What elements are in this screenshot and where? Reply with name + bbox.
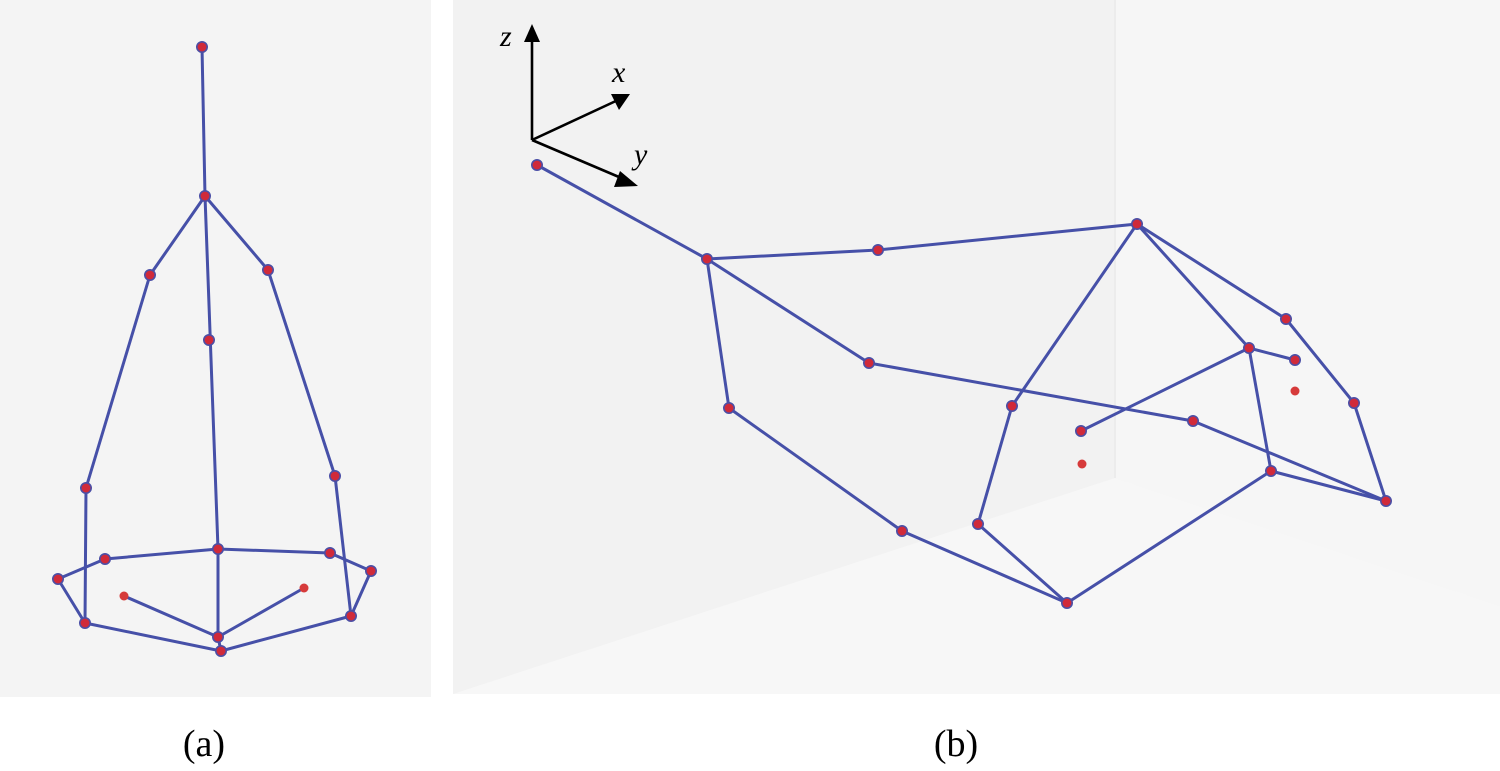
bone-b5-b18 xyxy=(727,406,904,533)
panel-a xyxy=(0,0,431,697)
bone-b4-b12 xyxy=(867,361,1195,423)
y-axis-arrowhead xyxy=(614,171,638,187)
joint-a9 xyxy=(323,546,336,559)
joint-a4 xyxy=(203,333,216,346)
joint-b12 xyxy=(1187,414,1200,427)
bone-a10-a14 xyxy=(56,577,87,625)
bone-b7-b15 xyxy=(1247,346,1273,473)
bone-a7-a8 xyxy=(103,547,220,561)
bone-a12-a16 xyxy=(122,594,220,639)
joint-b6 xyxy=(1280,312,1293,325)
bone-b18-b19 xyxy=(900,529,1069,605)
z-axis-arrowhead xyxy=(524,24,540,42)
joint-a5 xyxy=(80,481,93,494)
joint-b13 xyxy=(1075,424,1088,437)
bone-a7-a9 xyxy=(216,547,332,555)
panel-b-label: (b) xyxy=(934,723,978,765)
joint-b9 xyxy=(1290,386,1300,396)
panel-b-joints xyxy=(530,159,1393,609)
joint-b19 xyxy=(1061,596,1074,609)
bone-b1-b5 xyxy=(705,257,731,410)
bone-b3-b10 xyxy=(1010,222,1139,408)
bone-a1-a2 xyxy=(148,194,207,277)
panel-b-edges xyxy=(535,163,1388,605)
bone-b17-b19 xyxy=(976,522,1069,605)
joint-b4 xyxy=(862,356,875,369)
joint-b14 xyxy=(1077,459,1087,469)
joint-b8 xyxy=(1289,353,1302,366)
bone-a14-a17 xyxy=(83,621,223,653)
bone-b0-b1 xyxy=(535,163,709,261)
panel-a-label: (a) xyxy=(183,723,225,765)
joint-a16 xyxy=(212,630,225,643)
bone-a2-a5 xyxy=(84,273,152,490)
bone-b10-b17 xyxy=(976,404,1014,526)
panel-a-joints xyxy=(51,40,377,657)
panel-b-floor xyxy=(453,478,1500,694)
joint-b18 xyxy=(895,524,908,537)
joint-b5 xyxy=(722,401,735,414)
panel-a-background xyxy=(0,0,431,697)
bone-a15-a17 xyxy=(219,614,353,653)
joint-a2 xyxy=(144,268,157,281)
joint-b11 xyxy=(1348,396,1361,409)
panel-b-side-wall xyxy=(1115,0,1500,606)
joint-a10 xyxy=(51,572,64,585)
bone-a6-a15 xyxy=(333,474,353,618)
bone-a0-a1 xyxy=(200,45,207,198)
bone-a1-a3 xyxy=(203,194,270,272)
bone-a8-a10 xyxy=(56,557,107,581)
joint-a8 xyxy=(99,552,112,565)
bone-b1-b2 xyxy=(705,248,880,261)
bone-b7-b13 xyxy=(1079,346,1251,433)
joint-a0 xyxy=(196,40,209,53)
bone-b1-b4 xyxy=(705,257,871,365)
bone-b3-b7 xyxy=(1135,222,1251,350)
bone-a9-a11 xyxy=(328,551,373,573)
joint-b0 xyxy=(530,159,543,172)
joint-a12 xyxy=(119,591,129,601)
bone-a11-a15 xyxy=(349,569,373,618)
joint-a14 xyxy=(79,616,92,629)
joint-b7 xyxy=(1243,341,1256,354)
joint-a3 xyxy=(261,263,274,276)
joint-a1 xyxy=(199,190,212,203)
bone-a3-a6 xyxy=(266,268,337,478)
panel-b: z x y xyxy=(453,0,1500,694)
bone-b15-b16 xyxy=(1269,469,1388,503)
bone-b7-b8 xyxy=(1247,346,1297,362)
joint-a11 xyxy=(364,564,377,577)
joint-b10 xyxy=(1005,399,1018,412)
bone-b11-b16 xyxy=(1352,401,1388,503)
y-axis-arrow xyxy=(531,138,627,182)
joint-b17 xyxy=(971,517,984,530)
joint-b2 xyxy=(871,244,884,257)
bone-b3-b6 xyxy=(1135,222,1288,321)
bone-a1-a7 xyxy=(203,194,220,551)
x-axis-label: x xyxy=(611,56,626,89)
bone-b12-b16 xyxy=(1191,419,1388,503)
x-axis-arrowhead xyxy=(611,94,630,110)
joint-b16 xyxy=(1380,494,1393,507)
joint-a15 xyxy=(344,609,357,622)
x-axis-arrow xyxy=(531,98,619,142)
joint-a13 xyxy=(299,583,309,593)
joint-a7 xyxy=(212,542,225,555)
joint-b1 xyxy=(700,253,713,266)
joint-b3 xyxy=(1131,218,1144,231)
bone-a13-a16 xyxy=(216,586,306,639)
bone-b15-b19 xyxy=(1065,469,1273,605)
bone-b2-b3 xyxy=(876,222,1139,252)
y-axis-label: y xyxy=(631,138,648,171)
z-axis-label: z xyxy=(499,20,512,53)
bone-b6-b11 xyxy=(1284,317,1356,405)
joint-b15 xyxy=(1265,464,1278,477)
coordinate-axes: z x y xyxy=(499,20,648,187)
joint-a6 xyxy=(328,469,341,482)
bone-a5-a14 xyxy=(83,486,88,625)
joint-a17 xyxy=(215,644,228,657)
